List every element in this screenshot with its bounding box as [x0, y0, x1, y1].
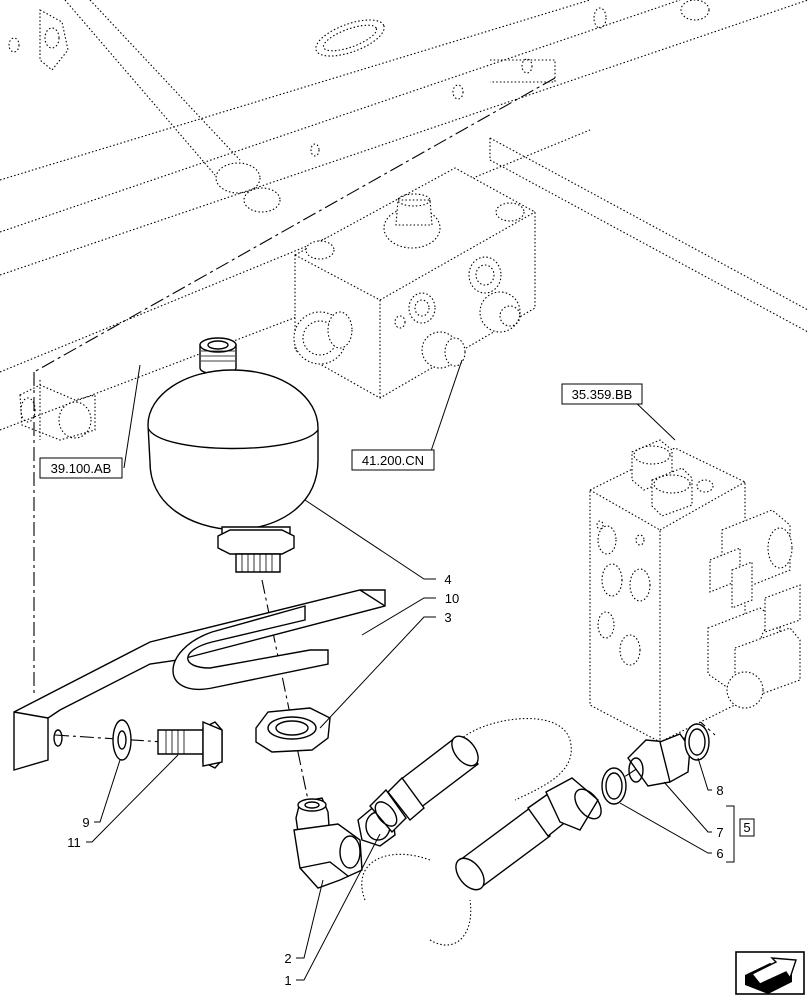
lock-nut	[255, 707, 331, 753]
callout-6: 6	[716, 846, 723, 861]
callout-10: 10	[445, 591, 459, 606]
callout-3: 3	[444, 610, 451, 625]
reference-label-35359bb[interactable]: 35.359.BB	[561, 383, 643, 405]
accumulator	[147, 337, 319, 573]
control-valve-35359bb	[589, 439, 801, 743]
svg-text:35.359.BB: 35.359.BB	[572, 387, 633, 402]
callout-7: 7	[716, 825, 723, 840]
adapter-fitting	[601, 723, 710, 805]
callout-1: 1	[284, 973, 291, 988]
callout-9: 9	[82, 815, 89, 830]
svg-text:5: 5	[743, 820, 750, 835]
callout-5: 5	[739, 818, 755, 837]
washer-and-bolt	[112, 719, 223, 769]
callout-4: 4	[444, 572, 451, 587]
reference-label-39100ab[interactable]: 39.100.AB	[39, 457, 123, 479]
callout-2: 2	[284, 951, 291, 966]
elbow-fitting	[293, 797, 396, 889]
callout-11: 11	[67, 835, 81, 850]
callout-8: 8	[716, 783, 723, 798]
mounting-bracket	[13, 589, 386, 771]
leader-lines	[86, 359, 735, 981]
reference-label-41200cn[interactable]: 41.200.CN	[351, 449, 435, 471]
machine-frame-outline	[0, 0, 808, 441]
hydraulic-hose	[361, 718, 602, 946]
valve-block-41200cn	[293, 167, 536, 399]
svg-text:39.100.AB: 39.100.AB	[51, 461, 112, 476]
next-page-arrow-icon[interactable]	[735, 951, 805, 995]
svg-text:41.200.CN: 41.200.CN	[362, 453, 424, 468]
